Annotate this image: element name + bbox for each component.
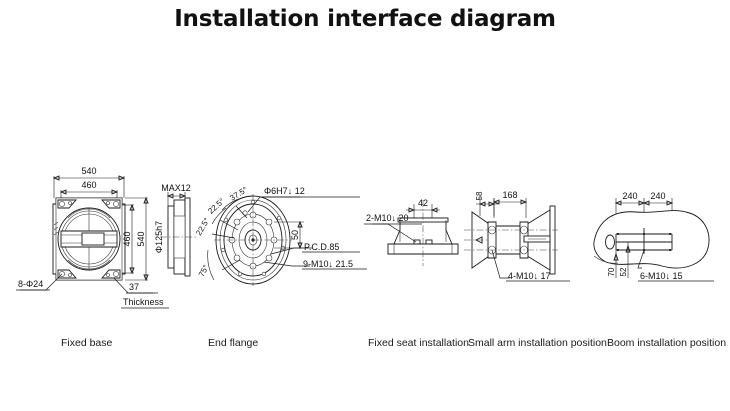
- dim-540-width: 540: [52, 166, 126, 198]
- fixed-base-drawing: 540 460: [16, 166, 169, 309]
- panel-end-flange: MAX12 Φ125h7: [152, 150, 367, 350]
- callout-pcd85: P.C.D.85: [270, 242, 360, 255]
- figure-area: 540 460: [0, 150, 730, 365]
- callout-6-m10-label: 6-M10↓ 15: [640, 271, 683, 281]
- callout-thickness: 37 Thickness: [113, 277, 169, 309]
- callout-4-m10-label: 4-M10↓ 17: [508, 271, 551, 281]
- small-arm-body: [464, 205, 558, 275]
- small-arm-installation-drawing: 58 168: [464, 190, 570, 282]
- dim-540-height: 540: [125, 196, 149, 282]
- callout-2-m10-label: 2-M10↓ 20: [366, 213, 409, 223]
- callout-2-m10: 2-M10↓ 20: [364, 213, 422, 243]
- callout-9-m10-label: 9-M10↓ 21.5: [303, 259, 353, 269]
- callout-thickness-label: Thickness: [123, 297, 164, 307]
- caption-boom-installation-position: Boom installation position: [607, 337, 727, 349]
- fixed-seat-installation-drawing: 42: [364, 198, 459, 266]
- fixed-base-body: [52, 197, 126, 281]
- panel-fixed-seat-installation: 42: [358, 150, 488, 350]
- dim-phi125h7-label: Φ125h7: [154, 221, 164, 253]
- dim-58: 58: [475, 191, 498, 216]
- fixed-seat-body: [387, 200, 459, 266]
- dim-240-right-label: 240: [650, 191, 665, 201]
- caption-fixed-seat-installation: Fixed seat installation: [368, 337, 469, 349]
- dim-168-label: 168: [502, 190, 517, 200]
- end-flange-front-view: [214, 194, 292, 286]
- end-flange-side-view: [160, 197, 198, 277]
- callout-8-phi24-label: 8-Φ24: [18, 279, 43, 289]
- dim-52-label: 52: [619, 267, 628, 276]
- caption-fixed-base: Fixed base: [61, 337, 113, 349]
- dim-540-height-label: 540: [136, 231, 146, 246]
- panel-boom-installation: 240 240: [592, 150, 730, 350]
- callout-37-label: 37: [129, 282, 139, 292]
- caption-small-arm-installation-position: Small arm installation position: [468, 337, 607, 349]
- dim-460-height-label: 460: [122, 231, 132, 246]
- callout-9-m10: 9-M10↓ 21.5: [263, 259, 367, 270]
- callout-pcd85-label: P.C.D.85: [304, 242, 339, 252]
- dim-540-width-label: 540: [81, 166, 96, 176]
- page-title: Installation interface diagram: [174, 6, 556, 32]
- dim-460-height: 460: [122, 203, 135, 275]
- panel-fixed-base: 540 460: [6, 150, 171, 350]
- end-flange-drawing: MAX12 Φ125h7: [154, 183, 367, 286]
- callout-6-m10: 6-M10↓ 15: [637, 249, 714, 282]
- dim-50: 50: [274, 220, 304, 250]
- dim-168: 168: [492, 190, 528, 218]
- dim-max12-label: MAX12: [161, 183, 191, 193]
- caption-end-flange: End flange: [208, 337, 259, 349]
- dim-70-label: 70: [607, 267, 616, 276]
- callout-8-phi24: 8-Φ24: [16, 273, 63, 291]
- callout-phi6h7-label: Φ6H7↓ 12: [264, 186, 305, 196]
- boom-installation-drawing: 240 240: [593, 191, 714, 282]
- dim-58-label: 58: [475, 191, 484, 200]
- dim-70: 70: [607, 250, 619, 278]
- panel-small-arm-installation: 58 168: [458, 150, 603, 350]
- dim-240-left-label: 240: [622, 191, 637, 201]
- dim-460-width-label: 460: [81, 180, 96, 190]
- dim-50-label: 50: [290, 230, 300, 240]
- angle-22-5-b-label: 22.5°: [194, 216, 211, 237]
- callout-phi6h7: Φ6H7↓ 12: [247, 186, 360, 213]
- callout-4-m10: 4-M10↓ 17: [491, 249, 570, 282]
- dim-52: 52: [619, 242, 631, 278]
- boom-body: [593, 210, 710, 269]
